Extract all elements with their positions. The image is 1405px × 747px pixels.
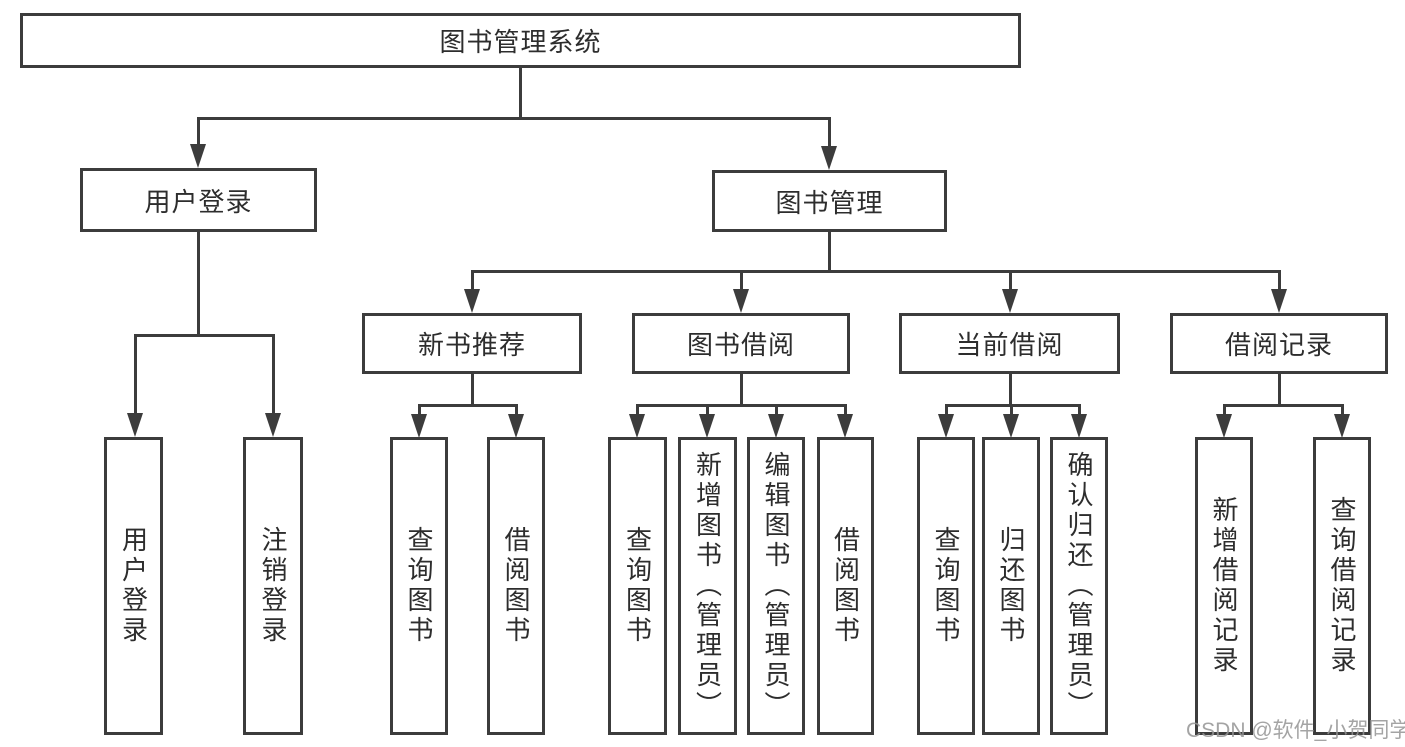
node-edit-book-admin: 编辑图书（管理员） <box>747 437 805 735</box>
node-book-management: 图书管理 <box>712 170 947 232</box>
node-query-book-recommend: 查询图书 <box>390 437 448 735</box>
node-query-book-current: 查询图书 <box>917 437 975 735</box>
connector-line <box>706 404 709 415</box>
node-book-borrow: 图书借阅 <box>632 313 850 374</box>
connector-line <box>418 404 421 415</box>
arrowhead-down-icon <box>190 144 206 168</box>
arrowhead-down-icon <box>1071 414 1087 438</box>
arrowhead-down-icon <box>768 414 784 438</box>
connector-line <box>418 404 518 407</box>
connector-line <box>828 232 831 273</box>
connector-line <box>1223 404 1344 407</box>
node-add-borrow-record: 新增借阅记录 <box>1195 437 1253 735</box>
arrowhead-down-icon <box>508 414 524 438</box>
connector-line <box>272 334 275 414</box>
arrowhead-down-icon <box>127 413 143 437</box>
arrowhead-down-icon <box>821 146 837 170</box>
connector-line <box>828 117 831 147</box>
watermark: CSDN @软件_小贺同学 <box>1186 719 1405 742</box>
connector-line <box>740 270 743 290</box>
connector-line <box>1078 404 1081 415</box>
connector-line <box>471 374 474 407</box>
arrowhead-down-icon <box>265 413 281 437</box>
arrowhead-down-icon <box>938 414 954 438</box>
node-root: 图书管理系统 <box>20 13 1021 68</box>
node-borrow-book-recommend: 借阅图书 <box>487 437 545 735</box>
node-borrow-record: 借阅记录 <box>1170 313 1388 374</box>
arrowhead-down-icon <box>1216 414 1232 438</box>
node-return-book: 归还图书 <box>982 437 1040 735</box>
connector-line <box>1341 404 1344 415</box>
arrowhead-down-icon <box>464 289 480 313</box>
connector-line <box>197 232 200 337</box>
connector-line <box>519 68 522 118</box>
connector-line <box>134 334 275 337</box>
arrowhead-down-icon <box>411 414 427 438</box>
connector-line <box>197 117 831 120</box>
node-query-borrow-record: 查询借阅记录 <box>1313 437 1371 735</box>
connector-line <box>471 270 1281 273</box>
connector-line <box>471 270 474 290</box>
node-user-login: 用户登录 <box>80 168 317 232</box>
connector-line <box>945 404 1081 407</box>
arrowhead-down-icon <box>837 414 853 438</box>
arrowhead-down-icon <box>1002 289 1018 313</box>
connector-line <box>1010 404 1013 415</box>
node-user-login-leaf: 用户登录 <box>104 437 163 735</box>
node-current-borrow: 当前借阅 <box>899 313 1120 374</box>
arrowhead-down-icon <box>1271 289 1287 313</box>
node-logout-leaf: 注销登录 <box>243 437 303 735</box>
connector-line <box>844 404 847 415</box>
connector-line <box>1223 404 1226 415</box>
node-confirm-return-admin: 确认归还（管理员） <box>1050 437 1108 735</box>
arrowhead-down-icon <box>629 414 645 438</box>
node-query-book-borrow: 查询图书 <box>608 437 667 735</box>
arrowhead-down-icon <box>1003 414 1019 438</box>
arrowhead-down-icon <box>1334 414 1350 438</box>
connector-line <box>775 404 778 415</box>
node-new-book-recommend: 新书推荐 <box>362 313 582 374</box>
arrowhead-down-icon <box>733 289 749 313</box>
connector-line <box>1009 374 1012 407</box>
connector-line <box>1278 270 1281 290</box>
connector-line <box>515 404 518 415</box>
connector-line <box>945 404 948 415</box>
connector-line <box>134 334 137 414</box>
connector-line <box>636 404 847 407</box>
connector-line <box>1278 374 1281 407</box>
connector-line <box>197 117 200 145</box>
arrowhead-down-icon <box>699 414 715 438</box>
node-add-book-admin: 新增图书（管理员） <box>678 437 737 735</box>
connector-line <box>740 374 743 407</box>
connector-line <box>1009 270 1012 290</box>
connector-line <box>636 404 639 415</box>
node-borrow-book-leaf: 借阅图书 <box>817 437 874 735</box>
